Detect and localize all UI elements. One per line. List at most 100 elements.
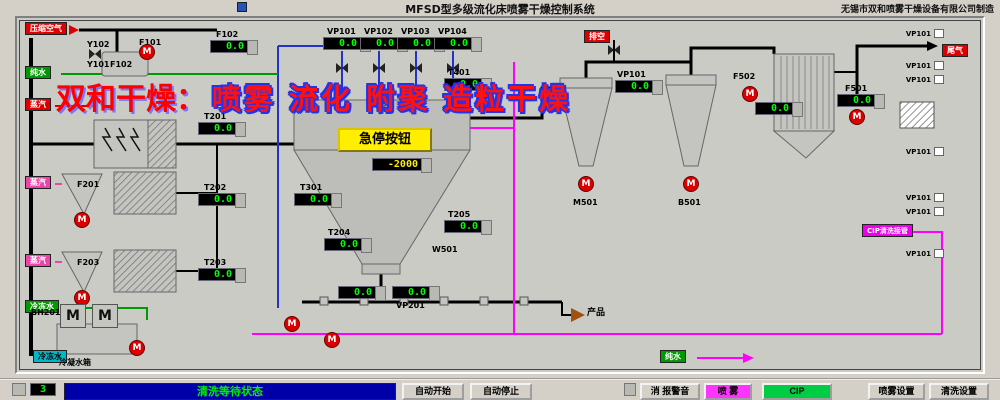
stream-pure-water-out: 纯水 — [660, 350, 686, 363]
motor-pump-2[interactable]: M — [324, 332, 340, 348]
spray-mode-button[interactable]: 喷 雾 — [704, 383, 752, 400]
page-number-display[interactable]: 3 — [30, 383, 56, 396]
stream-steam-a: 蒸汽 — [25, 98, 51, 111]
display-vp101-vent[interactable]: 0.0 — [615, 80, 663, 95]
tag-right-4: VP101 — [905, 194, 931, 202]
display-t205[interactable]: 0.0 — [444, 220, 492, 235]
manufacturer-label: 无锡市双和喷雾干燥设备有限公司制造 — [840, 5, 994, 15]
stream-tail-gas: 尾气 — [942, 44, 968, 57]
valve-right-5[interactable] — [934, 207, 944, 216]
tag-right-0: VP101 — [905, 30, 931, 38]
tag-t202: T202 — [204, 183, 227, 192]
display-conveyor-a[interactable]: 0.0 — [338, 286, 386, 301]
valve-right-3[interactable] — [934, 147, 944, 156]
tag-b501: B501 — [678, 198, 701, 207]
tag-vp201: VP201 — [396, 301, 425, 310]
display-t204[interactable]: 0.0 — [324, 238, 372, 253]
display-f502[interactable]: 0.0 — [755, 102, 803, 117]
valve-vp101[interactable] — [336, 63, 348, 73]
display-t201[interactable]: 0.0 — [198, 122, 246, 137]
tag-right-1: VP101 — [905, 62, 931, 70]
tag-t205: T205 — [448, 210, 471, 219]
pipes-main-air — [29, 28, 927, 356]
motor-pump-1[interactable]: M — [284, 316, 300, 332]
pid-canvas: 压缩空气 纯水 蒸汽 蒸汽 蒸汽 冷冻水 冷冻水 排空 尾气 纯水 CIP清洗接… — [15, 16, 985, 374]
footer-icon — [12, 383, 26, 396]
motor-cyclone-2[interactable]: M — [683, 176, 699, 192]
spray-settings-button[interactable]: 喷雾设置 — [868, 383, 925, 400]
tag-t401: T401 — [448, 68, 471, 77]
window-icon — [237, 2, 247, 12]
agitator-1[interactable]: M — [60, 304, 86, 328]
valve-right-2[interactable] — [934, 75, 944, 84]
title-bar: MFSD型多级流化床喷雾干燥控制系统 无锡市双和喷雾干燥设备有限公司制造 — [0, 0, 1000, 16]
sub-heater-2 — [61, 249, 177, 294]
display-t301[interactable]: 0.0 — [294, 193, 342, 208]
motor-cyclone-1[interactable]: M — [578, 176, 594, 192]
air-arrow — [69, 25, 79, 35]
cyclone-2 — [665, 74, 717, 167]
auto-start-button[interactable]: 自动开始 — [402, 383, 464, 400]
display-vp103[interactable]: 0.0 — [397, 37, 445, 52]
pipes-cip — [252, 62, 943, 359]
display-conveyor-b[interactable]: 0.0 — [392, 286, 440, 301]
stream-chilled-return: 冷冻水 — [33, 350, 67, 363]
valve-vp102[interactable] — [373, 63, 385, 73]
tag-f203: F203 — [77, 258, 100, 267]
display-chamber-pressure[interactable]: -2000 — [372, 158, 432, 173]
mute-alarm-button[interactable]: 消 报警音 — [640, 383, 700, 400]
status-banner: 清洗等待状态 — [64, 383, 396, 400]
display-vp101[interactable]: 0.0 — [323, 37, 371, 52]
tank-f102 — [101, 51, 149, 77]
motor-pump-f101[interactable]: M — [139, 44, 155, 60]
tag-vp101: VP101 — [327, 27, 356, 36]
valve-y102[interactable] — [89, 49, 101, 59]
display-vp102[interactable]: 0.0 — [360, 37, 408, 52]
clean-settings-button[interactable]: 清洗设置 — [929, 383, 989, 400]
stream-steam-b: 蒸汽 — [25, 176, 51, 189]
alarm-indicator — [624, 383, 636, 396]
display-t203[interactable]: 0.0 — [198, 268, 246, 283]
agitator-2[interactable]: M — [92, 304, 118, 328]
tag-bh201: BH201 — [31, 308, 61, 317]
valve-right-6[interactable] — [934, 249, 944, 258]
display-f501[interactable]: 0.0 — [837, 94, 885, 109]
tag-right-2: VP101 — [905, 76, 931, 84]
cip-arrow — [743, 353, 754, 363]
valve-vp104[interactable] — [447, 63, 459, 73]
cip-mode-button[interactable]: CIP — [762, 383, 832, 400]
display-f102[interactable]: 0.0 — [210, 40, 258, 55]
display-t202[interactable]: 0.0 — [198, 193, 246, 208]
motor-feeder-1[interactable]: M — [74, 212, 90, 228]
display-vp104[interactable]: 0.0 — [434, 37, 482, 52]
product-arrow — [571, 308, 585, 322]
motor-fan-f502[interactable]: M — [742, 86, 758, 102]
stream-steam-c: 蒸汽 — [25, 254, 51, 267]
sub-heater-1 — [61, 171, 177, 216]
cyclone-1 — [559, 77, 613, 167]
emergency-stop-button[interactable]: 急停按钮 — [338, 128, 432, 152]
tag-t301: T301 — [300, 183, 323, 192]
valve-vent[interactable] — [608, 45, 620, 55]
pipes-steam — [55, 105, 94, 263]
cip-branch-label: CIP清洗接管 — [862, 224, 913, 237]
auto-stop-button[interactable]: 自动停止 — [470, 383, 532, 400]
valve-right-0[interactable] — [934, 29, 944, 38]
tag-vp101-vent: VP101 — [617, 70, 646, 79]
stream-pure-water: 纯水 — [25, 66, 51, 79]
tag-f501: F501 — [845, 84, 868, 93]
stream-chilled-water: 冷冻水 — [25, 300, 59, 313]
valve-right-1[interactable] — [934, 61, 944, 70]
tailgas-arrow — [927, 41, 938, 51]
condensate-tank — [56, 323, 138, 355]
display-t401[interactable]: 0.0 — [444, 78, 492, 93]
tag-y101: Y101 — [87, 60, 110, 69]
conveyor-flanges — [319, 296, 529, 306]
valve-vp103[interactable] — [410, 63, 422, 73]
footer-bar: 3 清洗等待状态 自动开始 自动停止 消 报警音 喷 雾 CIP 喷雾设置 清洗… — [0, 378, 1000, 400]
tag-m501: M501 — [573, 198, 598, 207]
motor-fan-f501[interactable]: M — [849, 109, 865, 125]
motor-condensate-pump[interactable]: M — [129, 340, 145, 356]
valve-right-4[interactable] — [934, 193, 944, 202]
